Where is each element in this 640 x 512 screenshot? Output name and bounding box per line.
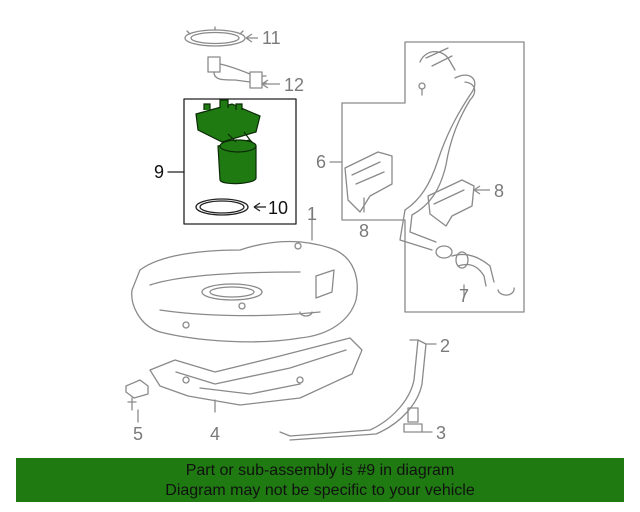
filler-pipe-box-part-6: [329, 41, 525, 313]
callout-12: 12: [284, 75, 304, 95]
hose-part-7: [435, 245, 515, 298]
callout-6: 6: [316, 152, 326, 172]
callout-11: 11: [262, 28, 281, 48]
heat-shield-part-8-right: [427, 179, 475, 227]
info-banner: Part or sub-assembly is #9 in diagram Di…: [16, 458, 624, 502]
wiring-harness-part-12: [207, 56, 267, 89]
callout-3: 3: [436, 423, 446, 443]
callout-9: 9: [154, 162, 164, 182]
bolt-part-3: [403, 407, 433, 433]
callout-7: 7: [459, 286, 469, 306]
callout-2: 2: [440, 336, 450, 356]
callout-1: 1: [307, 204, 317, 224]
fuel-pump-box-part-9: [167, 98, 297, 225]
banner-line-2: Diagram may not be specific to your vehi…: [165, 482, 475, 499]
heat-shield-part-8-left: [344, 151, 393, 213]
callout-8-left: 8: [359, 221, 369, 241]
filler-pipe: [399, 47, 476, 251]
fuel-tank-part-1: [131, 209, 358, 343]
fuel-pump-module-part-9: [195, 99, 261, 185]
callout-4: 4: [210, 424, 220, 444]
skid-plate-part-4: [149, 337, 363, 413]
fastener-part-5: [125, 379, 149, 423]
seal-ring-part-10: [195, 198, 266, 216]
banner-line-1: Part or sub-assembly is #9 in diagram: [185, 462, 455, 479]
fuel-system-diagram: 11 12 9 10 6 8 8 1 7 2 3 5 4: [125, 26, 525, 444]
lock-ring-part-11: [184, 26, 246, 47]
tank-strap-part-2: [279, 339, 437, 441]
callout-10: 10: [268, 198, 288, 218]
callout-5: 5: [133, 424, 143, 444]
callout-8-right: 8: [494, 181, 504, 201]
